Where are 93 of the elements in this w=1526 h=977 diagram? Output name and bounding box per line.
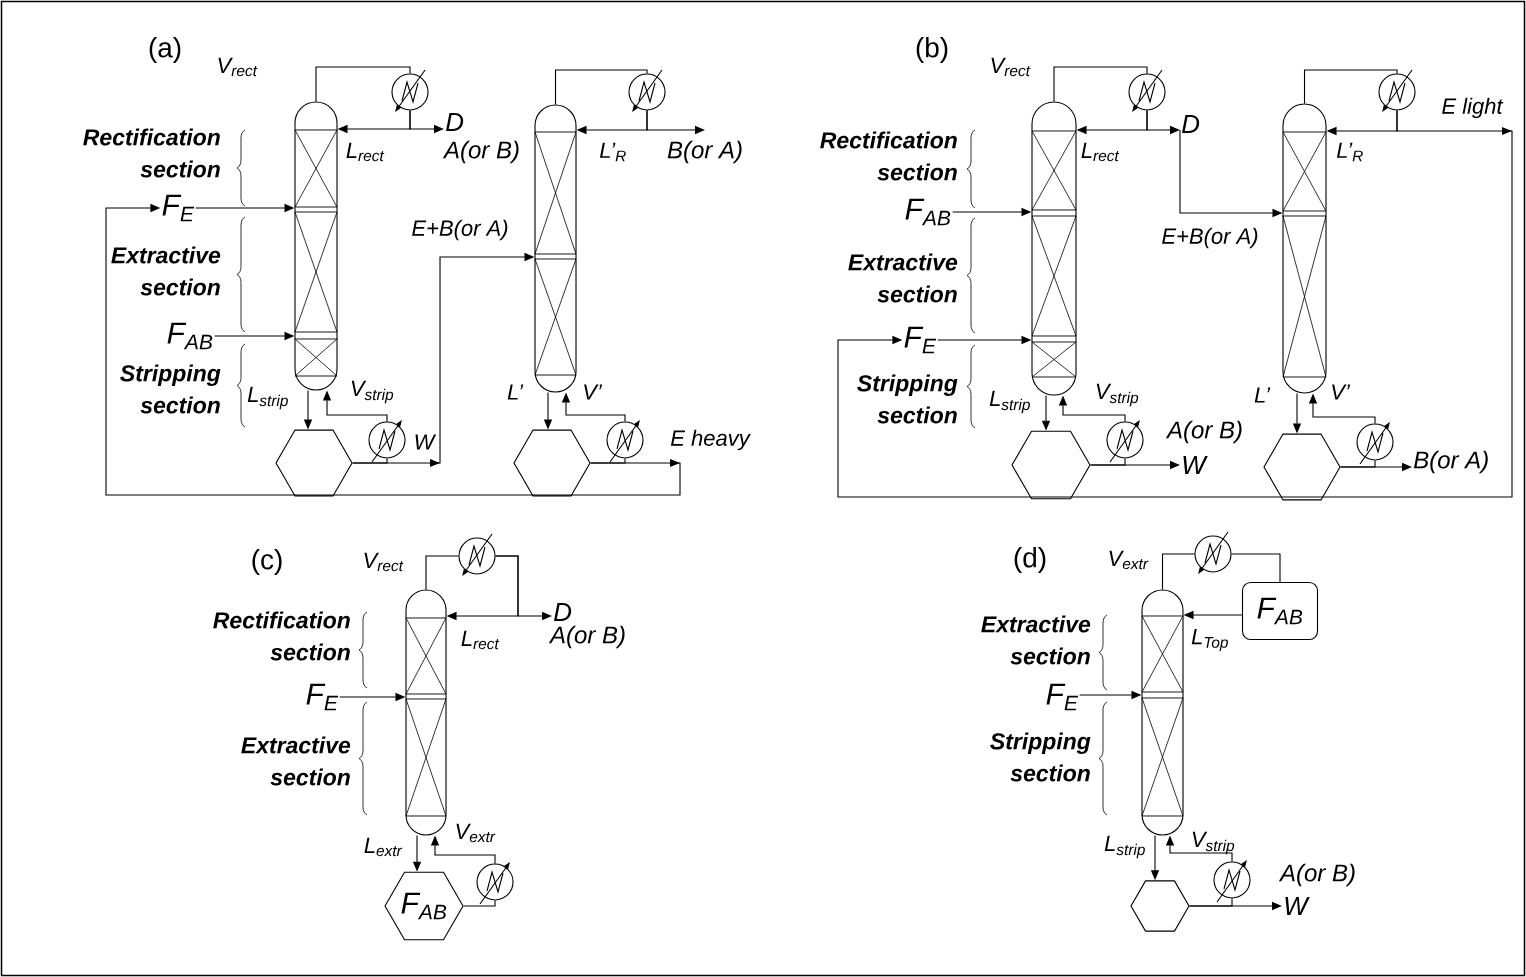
stream-label: E+B(or A) [1162, 227, 1258, 249]
heat-exchanger-symbol [368, 420, 406, 463]
stream-label: W [1183, 456, 1208, 474]
stream-label: L’ [507, 384, 524, 400]
stream-label: L$_{extr}$ [364, 837, 403, 857]
reboiler-vessel [513, 429, 591, 497]
stream-label: E heavy [670, 429, 751, 451]
heat-exchanger-symbol [606, 420, 644, 463]
stream-label: A(or B) [442, 140, 519, 164]
stream-label: V$_{rect}$ [218, 57, 258, 77]
flow-line [425, 555, 459, 590]
stream-label: L$_{strip}$ [1104, 835, 1145, 859]
stream-label: A(or B) [548, 625, 625, 649]
stream-label: L’$_{R}$ [1336, 142, 1363, 162]
stream-label: E light [1442, 97, 1504, 119]
stream-label: V$_{rect}$ [991, 57, 1031, 77]
section-label: Rectification section [820, 131, 957, 181]
stream-label: W [1285, 897, 1310, 915]
stream-label: F$_{E}$ [1046, 683, 1079, 711]
flow-line [1053, 66, 1148, 102]
distillation-column [1282, 103, 1327, 394]
reboiler-vessel [275, 429, 353, 497]
stream-label: D [1182, 115, 1200, 133]
stream-label: F$_{E}$ [904, 326, 937, 354]
panel-label: (d) [1014, 546, 1046, 574]
reboiler-vessel: F$_{AB}$ [384, 871, 464, 941]
feed-box: F$_{AB}$ [1241, 581, 1319, 641]
distillation-column [405, 589, 447, 836]
flow-arrow [837, 110, 1513, 498]
distillation-column [534, 104, 577, 393]
heat-exchanger-symbol [1356, 422, 1394, 465]
stream-label: E+B(or A) [412, 219, 508, 241]
stream-label: L’ [1254, 387, 1271, 403]
heat-exchanger-symbol [391, 69, 429, 112]
stream-label: F$_{E}$ [162, 194, 195, 222]
stream-label: L$_{strip}$ [989, 390, 1030, 414]
heat-exchanger-symbol [476, 862, 514, 905]
stream-label: L’$_{R}$ [599, 142, 626, 162]
heat-exchanger-symbol [1378, 69, 1416, 112]
reboiler-vessel [1011, 430, 1091, 500]
flow-line [315, 66, 411, 102]
stream-label: D [554, 603, 572, 621]
panel-label: (c) [252, 548, 282, 576]
stream-label: F$_{E}$ [306, 683, 339, 711]
stream-label: V$_{strip}$ [1192, 831, 1235, 855]
heat-exchanger-symbol [1213, 860, 1251, 903]
stream-label: V$_{strip}$ [351, 380, 394, 404]
stream-label: A(or B) [1278, 863, 1355, 887]
stream-label: B(or A) [667, 140, 742, 164]
heat-exchanger-symbol [628, 69, 666, 112]
section-label: Stripping section [120, 364, 221, 414]
heat-exchanger-symbol [1106, 420, 1144, 463]
distillation-column [1031, 101, 1077, 396]
flow-line [1303, 69, 1398, 104]
stream-label: L$_{strip}$ [247, 386, 288, 410]
heat-exchanger-symbol [458, 533, 496, 576]
stream-label: D [446, 113, 464, 131]
panel-label: (a) [149, 36, 181, 64]
reboiler-vessel [1130, 880, 1190, 932]
heat-exchanger-symbol [1128, 69, 1166, 112]
flow-line [1231, 553, 1281, 583]
section-label: Stripping section [990, 732, 1091, 782]
section-label: Rectification section [83, 128, 220, 178]
stream-label: V$_{extr}$ [456, 823, 496, 843]
stream-label: A(or B) [1165, 420, 1242, 444]
stream-label: B(or A) [1413, 450, 1488, 474]
section-label: Extractive section [241, 736, 351, 786]
stream-label: F$_{AB}$ [167, 322, 213, 350]
heat-exchanger-symbol [1194, 531, 1232, 574]
section-label: Stripping section [857, 374, 958, 424]
flow-arrow [105, 203, 681, 496]
stream-label: V$_{strip}$ [1096, 383, 1139, 407]
stream-label: V$_{rect}$ [364, 552, 404, 572]
stream-label: W [415, 434, 437, 450]
distillation-column [294, 101, 338, 391]
stream-label: L$_{Top}$ [1191, 629, 1228, 651]
section-label: Extractive section [111, 246, 221, 296]
stream-label: V’ [1332, 384, 1351, 400]
stream-label: V$_{extr}$ [1109, 550, 1149, 570]
section-label: Extractive section [981, 615, 1091, 665]
flow-line [554, 69, 648, 105]
stream-label: L$_{rect}$ [1081, 142, 1120, 162]
flow-line [1161, 553, 1195, 590]
section-label: Rectification section [213, 611, 350, 661]
flow-line [463, 900, 496, 907]
section-label: Extractive section [848, 253, 958, 303]
stream-label: L$_{rect}$ [346, 142, 385, 162]
panel-label: (b) [916, 36, 948, 64]
distillation-column [1141, 589, 1184, 836]
reboiler-vessel [1263, 433, 1341, 501]
stream-label: F$_{AB}$ [905, 198, 951, 226]
stream-label: V’ [584, 384, 603, 400]
stream-label: L$_{rect}$ [461, 630, 500, 650]
